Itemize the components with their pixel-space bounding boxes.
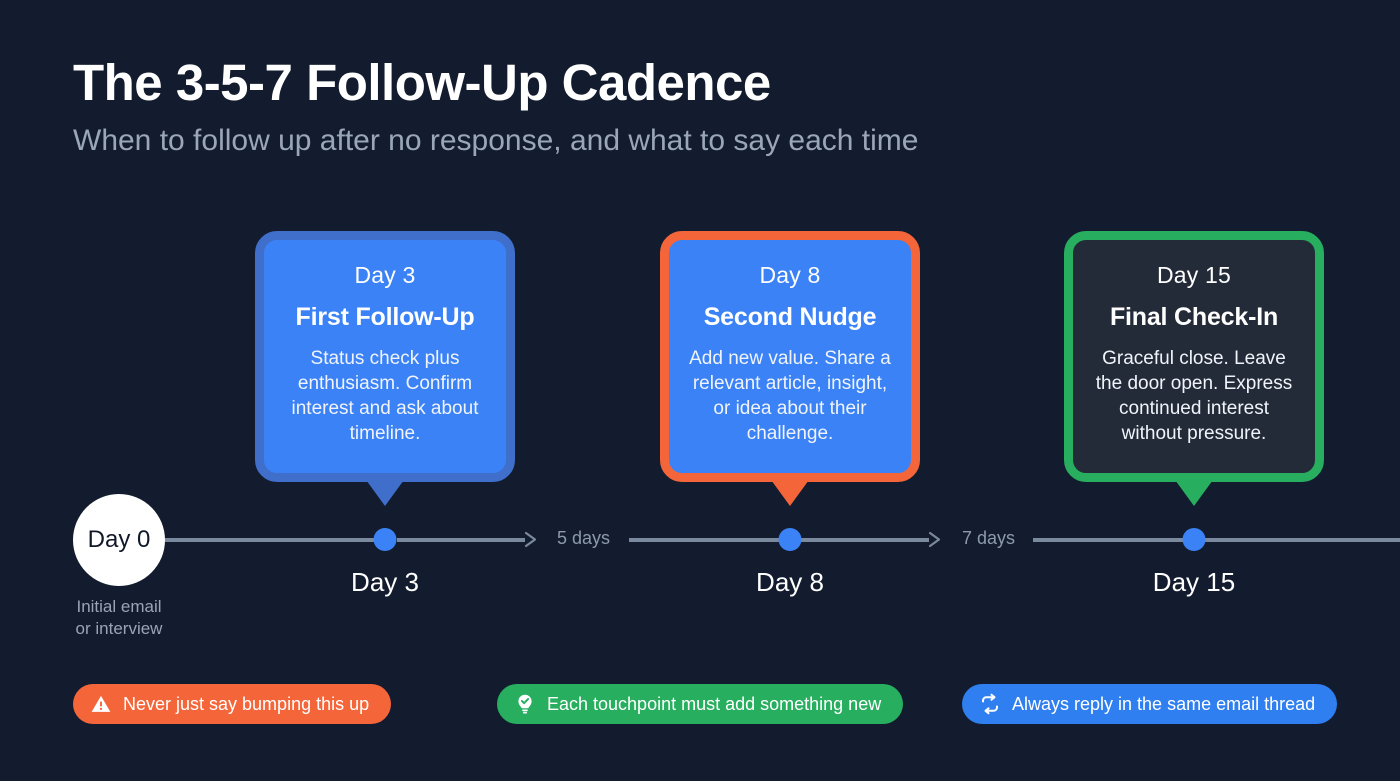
card-pointer-tail [766,472,814,506]
card-day-label: Day 15 [1156,262,1232,288]
timeline-dot-day-15 [1182,528,1206,551]
day-0-caption-line-1: Initial email [76,597,162,616]
cadence-card-day-3: Day 3 First Follow-Up Status check plus … [255,231,515,506]
card-pointer-tail [1170,472,1218,506]
card-title: Second Nudge [703,303,877,332]
card-title: First Follow-Up [295,303,475,332]
gap-label-5-days: 5 days [557,528,611,548]
card-pointer-tail [361,472,409,506]
arrow-right-icon [524,531,537,548]
cadence-card-day-8: Day 8 Second Nudge Add new value. Share … [660,231,920,506]
header: The 3-5-7 Follow-Up Cadence When to foll… [73,54,1333,158]
rule-pill-label: Never just say bumping this up [123,693,370,714]
rule-pill-label: Each touchpoint must add something new [547,693,882,714]
lightbulb-check-icon [518,694,532,714]
timeline-label-day-3: Day 3 [351,567,419,597]
card-body-text: Add new value. Share a relevant article,… [689,348,891,445]
rule-pill-same-thread: Always reply in the same email thread [962,684,1338,724]
card-body-text: Graceful close. Leave the door open. Exp… [1095,348,1293,445]
page-title: The 3-5-7 Follow-Up Cadence [73,54,771,111]
warning-triangle-icon [91,695,111,712]
timeline-label-day-15: Day 15 [1152,567,1236,597]
rule-pill-never-bump: Never just say bumping this up [73,684,392,724]
repeat-loop-icon [982,693,998,715]
card-body-text: Status check plus enthusiasm. Confirm in… [291,348,479,445]
timeline-label-day-8: Day 8 [756,567,824,597]
rule-pill-add-value: Each touchpoint must add something new [497,684,904,724]
card-day-label: Day 8 [759,262,821,288]
card-day-label: Day 3 [354,262,416,288]
timeline-dot-day-8 [778,528,802,551]
axis-segment-0 [165,538,375,542]
day-0-label: Day 0 [87,526,151,553]
timeline-node-day-0: Day 0 [73,494,165,586]
axis-segment-3 [801,538,929,542]
axis-segment-4 [1033,538,1183,542]
rule-pill-label: Always reply in the same email thread [1012,693,1316,714]
cadence-card-day-15: Day 15 Final Check-In Graceful close. Le… [1064,231,1324,506]
gap-label-7-days: 7 days [962,528,1016,548]
card-title: Final Check-In [1109,303,1279,332]
day-0-caption-line-2: or interview [75,619,163,639]
timeline-dot-day-3 [373,528,397,551]
axis-segment-2 [629,538,779,542]
day-0-caption: Initial email or interview [39,596,199,641]
axis-segment-1 [397,538,525,542]
page-subtitle: When to follow up after no response, and… [73,124,919,158]
axis-segment-5 [1205,538,1400,542]
arrow-right-icon [928,531,941,548]
